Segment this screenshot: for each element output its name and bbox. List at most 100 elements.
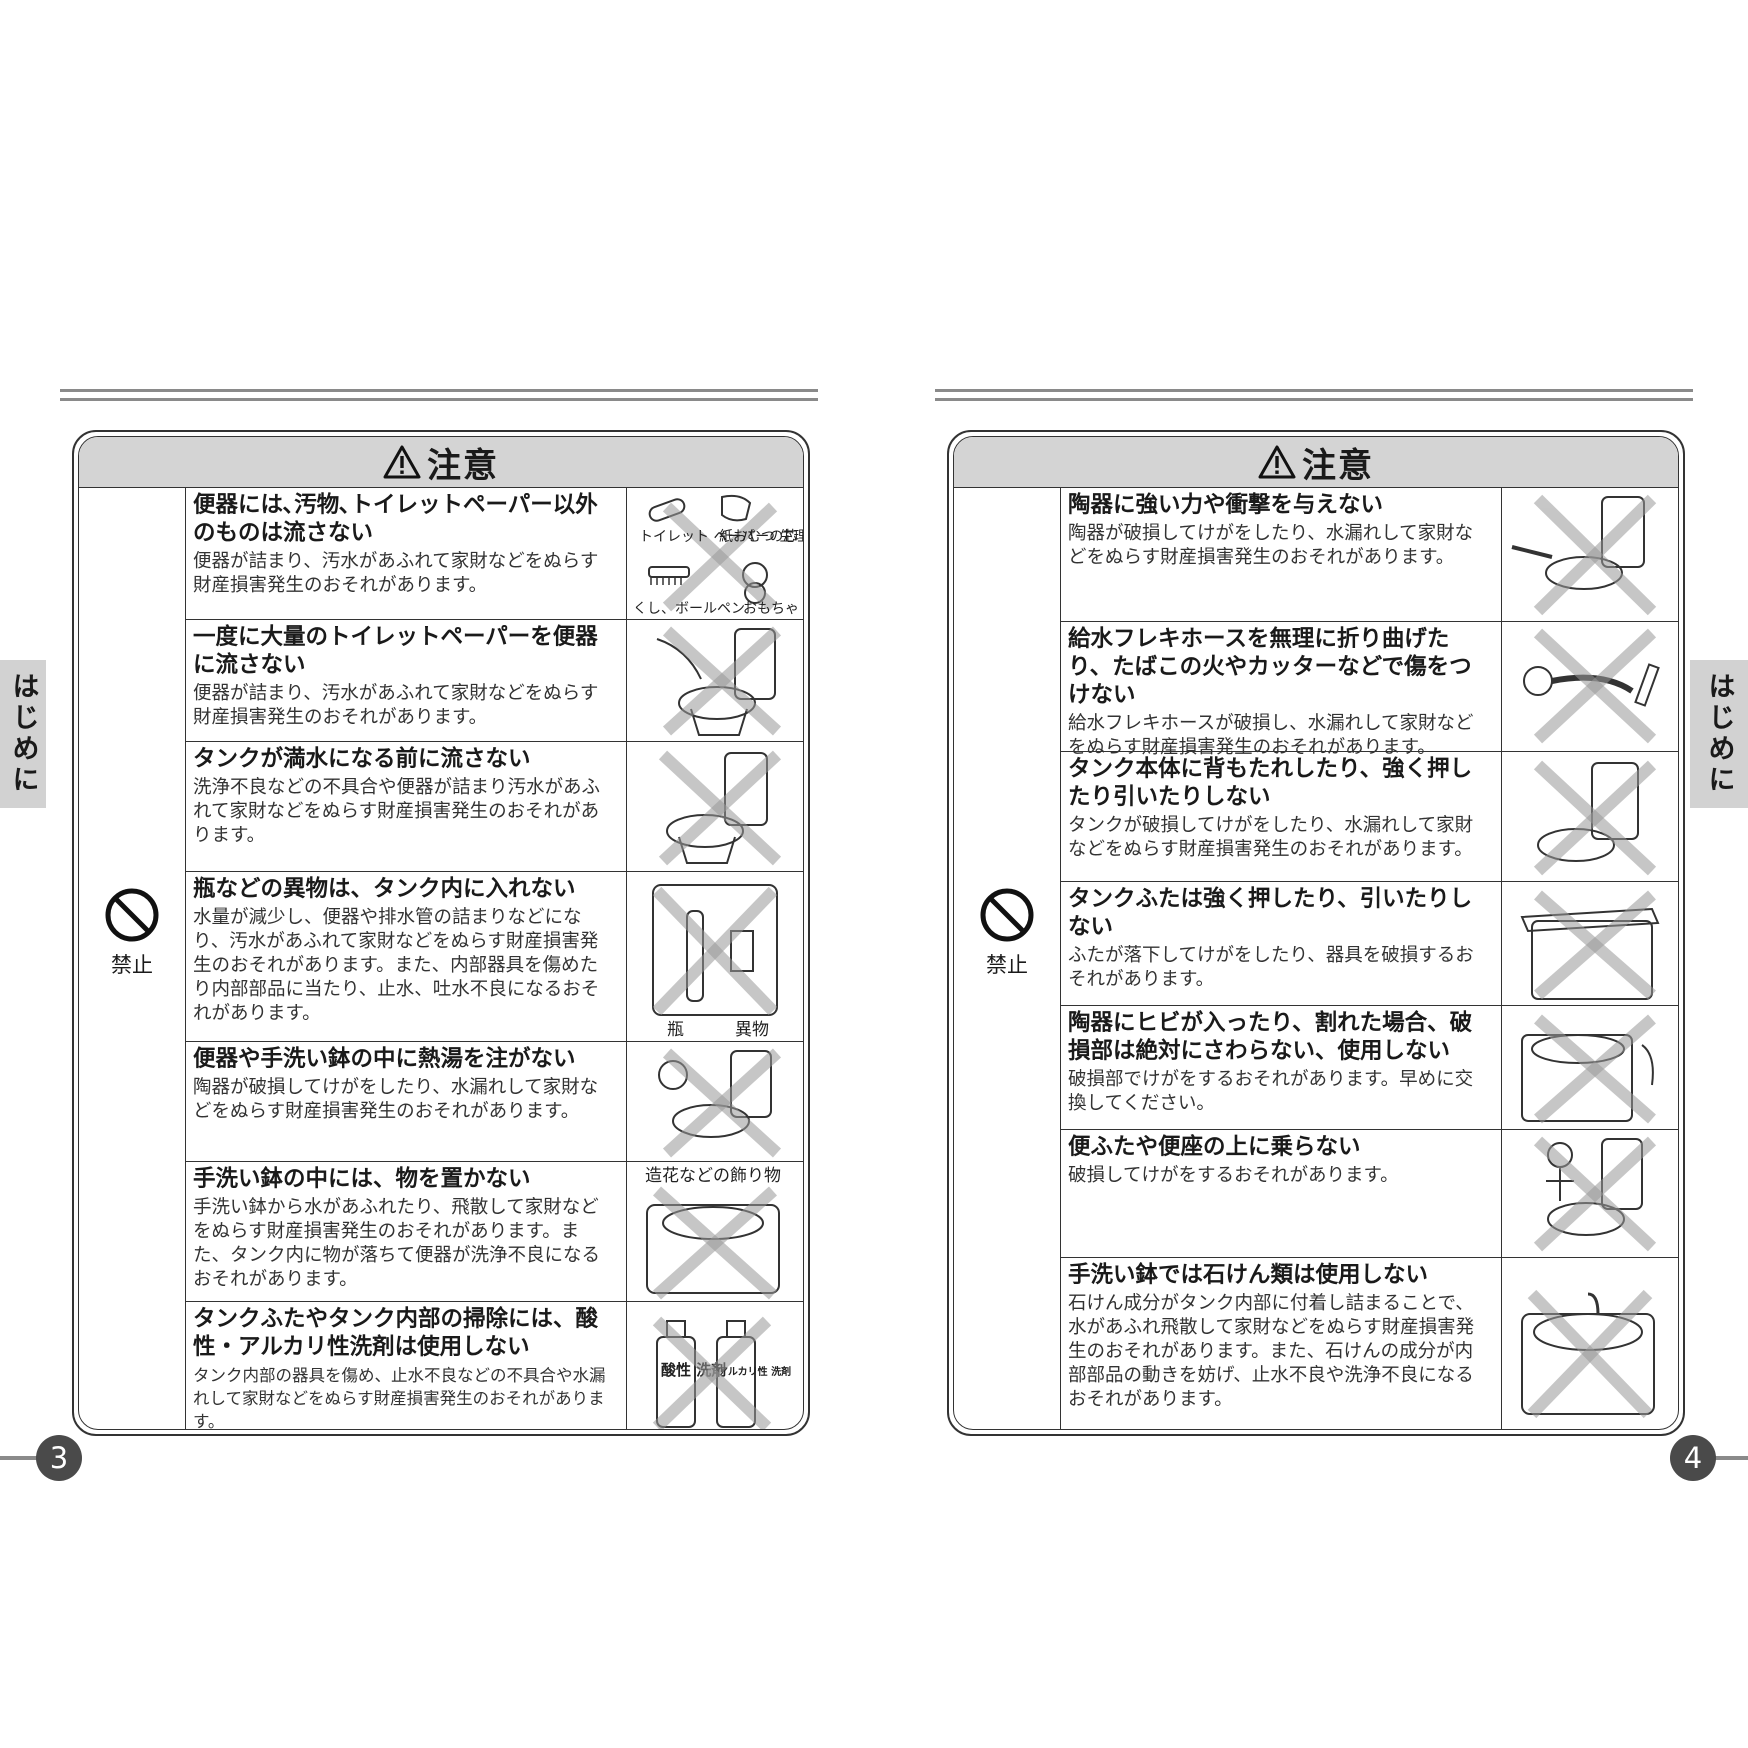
tank-lid-icon <box>1520 890 1660 1000</box>
prohibit-label: 禁止 <box>111 953 153 977</box>
prohibited-icon <box>105 888 159 942</box>
illustration-label: 紙おむつ 生理用品 <box>719 529 803 545</box>
caution-row: タンクが満水になる前に流さない洗浄不良などの不具合や便器が詰まり汚水があふれて家… <box>185 741 803 872</box>
illustration-label: 異物 <box>735 1020 769 1040</box>
prohibit-column: 禁止 <box>954 487 1061 1429</box>
toilet-icon <box>656 626 782 736</box>
row-desc: 陶器が破損してけがをしたり、水漏れして家財などをぬらす財産損害発生のおそれがあり… <box>1068 523 1474 568</box>
row-illustration <box>1501 1005 1678 1129</box>
warning-triangle-icon <box>1258 445 1296 479</box>
row-title: タンク本体に背もたれしたり、強く押したり引いたりしない <box>1068 756 1473 810</box>
caution-row: 陶器にヒビが入ったり、割れた場合、破損部は絶対にさわらない、使用しない破損部でけ… <box>1060 1005 1678 1130</box>
row-illustration <box>1501 1129 1678 1257</box>
row-desc: 給水フレキホースが破損し、水漏れして家財などをぬらす財産損害発生のおそれがありま… <box>1068 713 1474 758</box>
prohibit-mark: 禁止 <box>979 887 1035 979</box>
row-desc: 水量が減少し、便器や排水管の詰まりなどになり、汚水があふれて家財などをぬらす財産… <box>193 907 600 1024</box>
row-desc: 便器が詰まり、汚水があふれて家財などをぬらす財産損害発生のおそれがあります。 <box>193 551 599 596</box>
row-illustration <box>1501 881 1678 1005</box>
row-illustration <box>1501 621 1678 751</box>
caution-row: 給水フレキホースを無理に折り曲げたり、たばこの火やカッターなどで傷をつけない給水… <box>1060 621 1678 758</box>
illustration-label: おもちゃ <box>743 601 799 617</box>
toilet-foreign-objects-icon: トイレット ペーパーの芯 紙おむつ 生理用品 くし、ボールペン おもちゃ <box>633 494 803 617</box>
section-tab-label: はじめに <box>7 672 39 796</box>
page-number-text: 4 <box>1683 1441 1703 1475</box>
caution-row: タンク本体に背もたれしたり、強く押したり引いたりしないタンクが破損してけがをした… <box>1060 751 1678 882</box>
row-illustration: 瓶 異物 <box>626 871 803 1041</box>
row-desc: 洗浄不良などの不具合や便器が詰まり汚水があふれて家財などをぬらす財産損害発生のお… <box>193 777 601 846</box>
basin-flowers-icon: 造花などの飾り物 <box>645 1166 781 1300</box>
caution-title: 注意 <box>1302 445 1374 486</box>
row-illustration <box>626 1041 803 1161</box>
row-illustration: トイレット ペーパーの芯 紙おむつ 生理用品 くし、ボールペン おもちゃ <box>626 487 803 619</box>
row-illustration <box>626 619 803 741</box>
section-tab-left[interactable]: はじめに <box>0 660 46 808</box>
row-title: 便器には､汚物､トイレットペーパー以外のものは流さない <box>193 492 598 546</box>
toilet-icon <box>658 750 782 866</box>
warning-triangle-icon <box>383 445 421 479</box>
row-title: タンクが満水になる前に流さない <box>193 746 531 772</box>
page-line-left <box>0 1456 40 1460</box>
row-desc: 陶器が破損してけがをしたり、水漏れして家財などをぬらす財産損害発生のおそれがあり… <box>193 1077 599 1122</box>
row-desc: 破損部でけがをするおそれがあります。早めに交換してください。 <box>1068 1069 1474 1114</box>
illustration-label: 瓶 <box>667 1020 684 1040</box>
top-rule-right-1 <box>935 389 1693 392</box>
hose-cutter-icon <box>1523 628 1660 744</box>
row-title: 陶器に強い力や衝撃を与えない <box>1068 492 1384 518</box>
row-title: タンクふたやタンク内部の掃除には、酸性・アルカリ性洗剤は使用しない <box>193 1306 599 1360</box>
row-illustration <box>1501 1257 1678 1429</box>
row-title: 給水フレキホースを無理に折り曲げたり、たばこの火やカッターなどで傷をつけない <box>1068 626 1472 708</box>
tank-bottle-icon: 瓶 異物 <box>652 884 778 1040</box>
tank-push-icon <box>1533 760 1657 876</box>
caution-row: タンクふたやタンク内部の掃除には、酸性・アルカリ性洗剤は使用しないタンク内部の器… <box>185 1301 803 1430</box>
caution-header: 注意 <box>954 437 1678 488</box>
row-desc: タンクが破損してけがをしたり、水漏れして家財などをぬらす財産損害発生のおそれがあ… <box>1068 815 1474 860</box>
caution-rows-right: 陶器に強い力や衝撃を与えない陶器が破損してけがをしたり、水漏れして家財などをぬら… <box>1060 487 1678 1429</box>
row-desc: ふたが落下してけがをしたり、器具を破損するおそれがあります。 <box>1068 945 1474 990</box>
row-title: 陶器にヒビが入ったり、割れた場合、破損部は絶対にさわらない、使用しない <box>1068 1010 1473 1064</box>
illustration-label: アルカリ性 洗剤 <box>718 1365 791 1378</box>
row-title: タンクふたは強く押したり、引いたりしない <box>1068 886 1473 940</box>
caution-row: 手洗い鉢の中には、物を置かない手洗い鉢から水があふれたり、飛散して家財などをぬら… <box>185 1161 803 1302</box>
toilet-kettle-icon <box>658 1048 782 1158</box>
caution-row: 陶器に強い力や衝撃を与えない陶器が破損してけがをしたり、水漏れして家財などをぬら… <box>1060 487 1678 622</box>
top-rule-left-2 <box>60 398 818 401</box>
caution-panel-right: 注意 禁止 陶器に強い力や衝撃を与えない陶器が破損してけがをしたり、水漏れして家… <box>947 430 1685 1436</box>
row-illustration <box>1501 487 1678 621</box>
prohibited-icon <box>980 888 1034 942</box>
toilet-hammer-icon <box>1511 494 1657 616</box>
caution-row: 便器や手洗い鉢の中に熱湯を注がない陶器が破損してけがをしたり、水漏れして家財など… <box>185 1041 803 1162</box>
caution-row: 手洗い鉢では石けん類は使用しない石けん成分がタンク内部に付着し詰まることで、水が… <box>1060 1257 1678 1429</box>
illustration-label: トイレット ペーパーの芯 <box>639 529 797 545</box>
row-illustration: 酸性 洗剤 アルカリ性 洗剤 <box>626 1301 803 1429</box>
section-tab-right[interactable]: はじめに <box>1690 660 1748 808</box>
caution-row: タンクふたは強く押したり、引いたりしないふたが落下してけがをしたり、器具を破損す… <box>1060 881 1678 1006</box>
section-tab-label: はじめに <box>1703 672 1735 796</box>
caution-row: 便ふたや便座の上に乗らない破損してけがをするおそれがあります。 <box>1060 1129 1678 1258</box>
row-illustration: 造花などの飾り物 <box>626 1161 803 1301</box>
caution-row: 一度に大量のトイレットペーパーを便器に流さない便器が詰まり、汚水があふれて家財な… <box>185 619 803 742</box>
caution-row: 瓶などの異物は、タンク内に入れない水量が減少し、便器や排水管の詰まりなどになり、… <box>185 871 803 1042</box>
basin-soap-icon <box>1521 1289 1655 1419</box>
top-rule-left-1 <box>60 389 818 392</box>
top-rule-right-2 <box>935 398 1693 401</box>
caution-title: 注意 <box>427 445 499 486</box>
row-desc: 便器が詰まり、汚水があふれて家財などをぬらす財産損害発生のおそれがあります。 <box>193 683 599 728</box>
prohibit-column: 禁止 <box>79 487 186 1429</box>
prohibit-mark: 禁止 <box>104 887 160 979</box>
prohibit-label: 禁止 <box>986 953 1028 977</box>
row-title: 手洗い鉢では石けん類は使用しない <box>1068 1262 1429 1288</box>
row-title: 便器や手洗い鉢の中に熱湯を注がない <box>193 1046 576 1072</box>
row-desc: タンク内部の器具を傷め、止水不良などの不具合や水漏れして家財などをぬらす財産損害… <box>193 1366 606 1430</box>
caution-panel-left: 注意 禁止 便器には､汚物､トイレットペーパー以外のものは流さない便器が詰まり、… <box>72 430 810 1436</box>
cracked-basin-icon <box>1521 1014 1656 1124</box>
illustration-label: くし、ボールペン <box>633 601 745 617</box>
row-title: 瓶などの異物は、タンク内に入れない <box>193 876 576 902</box>
child-on-seat-icon <box>1533 1136 1657 1252</box>
row-desc: 破損してけがをするおそれがあります。 <box>1068 1165 1399 1186</box>
page-number-text: 3 <box>49 1441 69 1475</box>
page-line-right <box>1708 1456 1748 1460</box>
row-title: 一度に大量のトイレットペーパーを便器に流さない <box>193 624 598 678</box>
row-illustration <box>626 741 803 871</box>
row-title: 手洗い鉢の中には、物を置かない <box>193 1166 531 1192</box>
row-desc: 手洗い鉢から水があふれたり、飛散して家財などをぬらす財産損害発生のおそれがありま… <box>193 1197 601 1290</box>
